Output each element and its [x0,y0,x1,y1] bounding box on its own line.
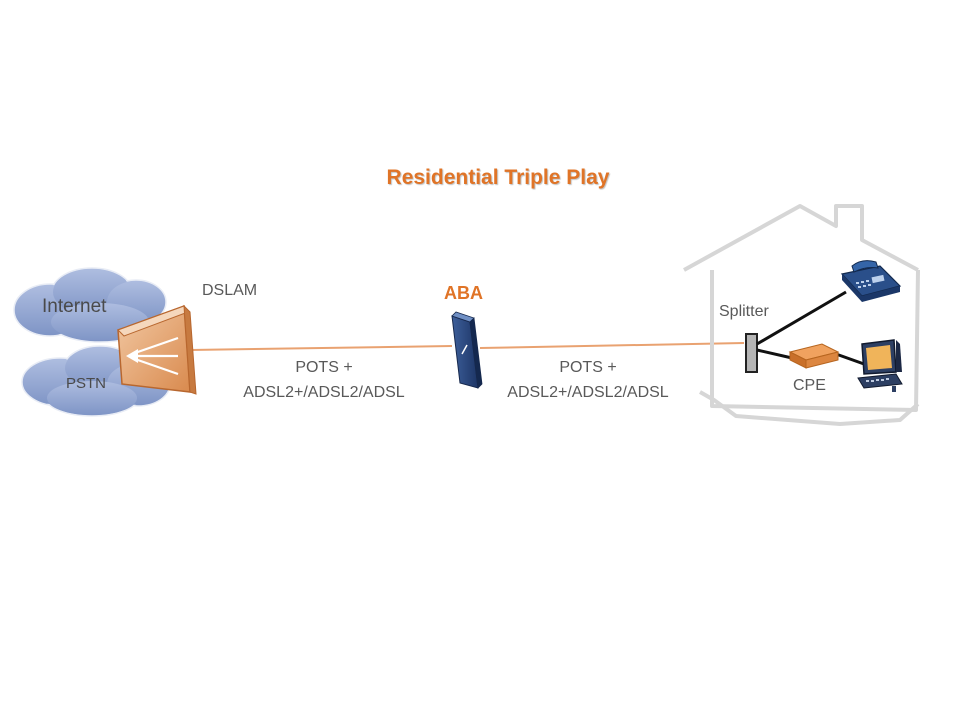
internet-cloud-icon [13,267,167,343]
left-link-label: POTS + ADSL2+/ADSL2/ADSL [224,358,424,403]
link-splitter-cpe [756,348,793,360]
aba-label: ABA [444,283,483,303]
dslam-icon [117,304,197,395]
house-icon [683,204,920,426]
link-dslam-aba [189,345,453,351]
cpe-modem-icon [788,343,840,369]
internet-label: Internet [42,296,107,317]
splitter-icon [745,333,758,373]
link-splitter-phone [756,290,847,346]
right-link-label-line2: ADSL2+/ADSL2/ADSL [507,384,669,401]
pstn-label: PSTN [66,375,107,392]
aba-device-icon [451,311,483,389]
left-link-label-line2: ADSL2+/ADSL2/ADSL [243,384,405,401]
dslam-label: DSLAM [202,282,258,299]
link-aba-splitter [479,342,745,349]
cpe-label: CPE [793,377,826,394]
pstn-cloud-icon [21,345,171,417]
phone-icon [840,260,902,302]
left-link-label-line1: POTS + [295,359,353,376]
computer-icon [857,339,903,392]
right-link-label-line1: POTS + [559,359,617,376]
right-link-label: POTS + ADSL2+/ADSL2/ADSL [488,358,688,403]
diagram-title: Residential Triple Play [386,166,610,189]
splitter-label: Splitter [719,303,769,320]
link-cpe-computer [835,352,865,366]
